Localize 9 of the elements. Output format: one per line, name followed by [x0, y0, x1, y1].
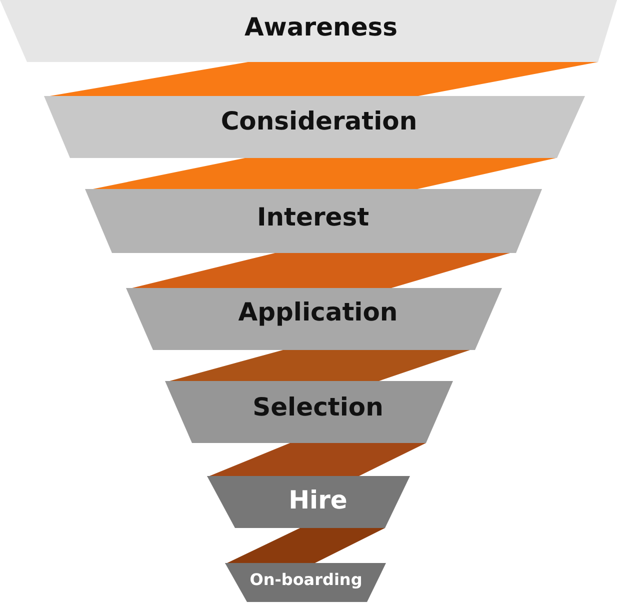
stage-label: Interest: [256, 204, 370, 232]
stage-label: On-boarding: [250, 570, 362, 590]
stage-label: Hire: [288, 486, 348, 516]
stage-label: Application: [238, 298, 398, 328]
stage-label: Awareness: [244, 14, 398, 42]
funnel-stage: [0, 0, 617, 62]
stage-label: Selection: [252, 394, 384, 422]
stage-label: Consideration: [220, 108, 418, 136]
ribbon-band: [225, 528, 385, 564]
